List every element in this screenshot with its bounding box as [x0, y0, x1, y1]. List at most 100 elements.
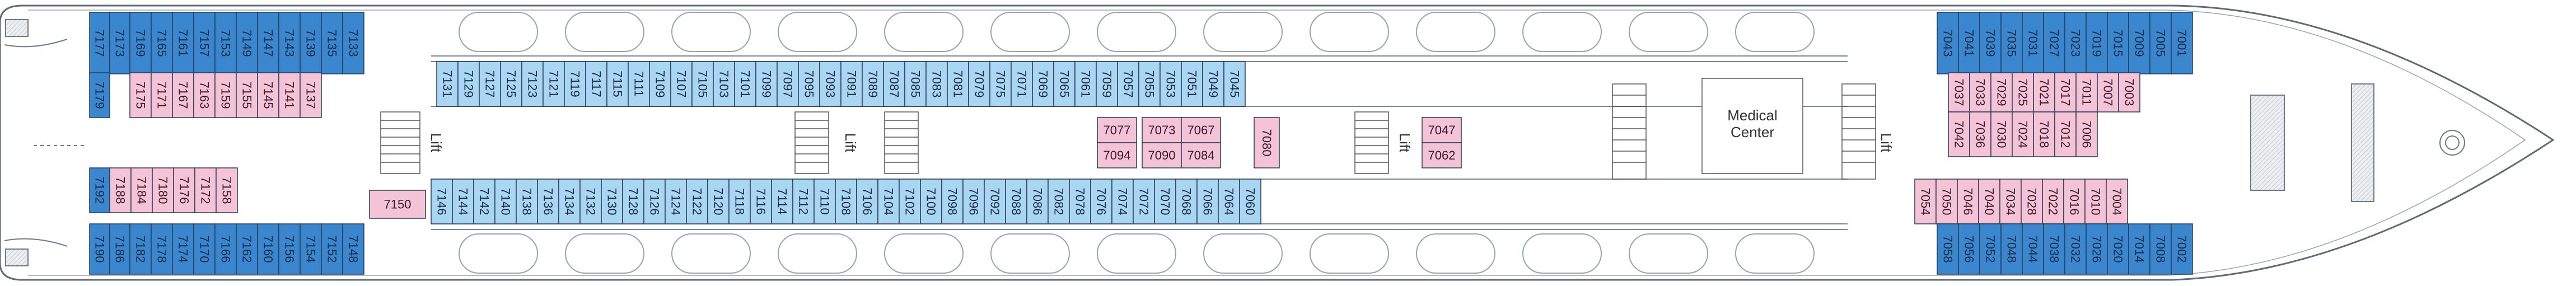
cabin-7033[interactable]: 7033 [1969, 72, 1991, 112]
cabin-7107[interactable]: 7107 [670, 61, 693, 107]
cabin-7050[interactable]: 7050 [1935, 179, 1958, 224]
cabin-7186[interactable]: 7186 [109, 223, 130, 275]
cabin-7060[interactable]: 7060 [1239, 179, 1261, 224]
cabin-7115[interactable]: 7115 [606, 61, 629, 107]
cabin-7179[interactable]: 7179 [89, 72, 110, 118]
cabin-7138[interactable]: 7138 [516, 179, 538, 224]
cabin-7077[interactable]: 7077 [1097, 117, 1137, 143]
cabin-7177[interactable]: 7177 [89, 12, 110, 74]
cabin-7114[interactable]: 7114 [771, 179, 793, 224]
cabin-7154[interactable]: 7154 [300, 223, 322, 275]
cabin-7085[interactable]: 7085 [904, 61, 927, 107]
cabin-7165[interactable]: 7165 [151, 12, 173, 74]
cabin-7038[interactable]: 7038 [2043, 223, 2065, 275]
cabin-7039[interactable]: 7039 [1979, 12, 2002, 74]
cabin-7064[interactable]: 7064 [1218, 179, 1240, 224]
cabin-7095[interactable]: 7095 [798, 61, 820, 107]
cabin-7152[interactable]: 7152 [321, 223, 343, 275]
cabin-7003[interactable]: 7003 [2118, 72, 2140, 112]
cabin-7019[interactable]: 7019 [2086, 12, 2108, 74]
cabin-7100[interactable]: 7100 [920, 179, 942, 224]
cabin-7056[interactable]: 7056 [1958, 223, 1980, 275]
cabin-7025[interactable]: 7025 [2012, 72, 2034, 112]
cabin-7006[interactable]: 7006 [2075, 111, 2098, 157]
cabin-7051[interactable]: 7051 [1181, 61, 1203, 107]
cabin-7106[interactable]: 7106 [856, 179, 878, 224]
cabin-7014[interactable]: 7014 [2128, 223, 2150, 275]
cabin-7053[interactable]: 7053 [1160, 61, 1182, 107]
cabin-7136[interactable]: 7136 [537, 179, 559, 224]
cabin-7112[interactable]: 7112 [792, 179, 815, 224]
cabin-7156[interactable]: 7156 [278, 223, 301, 275]
cabin-7145[interactable]: 7145 [257, 72, 279, 118]
cabin-7103[interactable]: 7103 [713, 61, 735, 107]
cabin-7028[interactable]: 7028 [2021, 179, 2043, 224]
cabin-7122[interactable]: 7122 [686, 179, 708, 224]
cabin-7108[interactable]: 7108 [835, 179, 857, 224]
cabin-7169[interactable]: 7169 [129, 12, 152, 74]
cabin-7175[interactable]: 7175 [129, 72, 152, 118]
cabin-7072[interactable]: 7072 [1133, 179, 1155, 224]
cabin-7159[interactable]: 7159 [214, 72, 237, 118]
cabin-7035[interactable]: 7035 [2000, 12, 2023, 74]
cabin-7061[interactable]: 7061 [1074, 61, 1097, 107]
cabin-7158[interactable]: 7158 [216, 167, 238, 213]
cabin-7073[interactable]: 7073 [1142, 117, 1182, 143]
cabin-7090[interactable]: 7090 [1142, 142, 1182, 168]
cabin-7047[interactable]: 7047 [1422, 117, 1462, 143]
cabin-7069[interactable]: 7069 [1032, 61, 1054, 107]
cabin-7067[interactable]: 7067 [1181, 117, 1221, 143]
cabin-7058[interactable]: 7058 [1937, 223, 1959, 275]
cabin-7040[interactable]: 7040 [1978, 179, 2000, 224]
cabin-7148[interactable]: 7148 [342, 223, 364, 275]
cabin-7004[interactable]: 7004 [2106, 179, 2128, 224]
cabin-7098[interactable]: 7098 [941, 179, 964, 224]
cabin-7124[interactable]: 7124 [665, 179, 687, 224]
cabin-7134[interactable]: 7134 [558, 179, 581, 224]
cabin-7042[interactable]: 7042 [1948, 111, 1970, 157]
cabin-7079[interactable]: 7079 [968, 61, 990, 107]
cabin-7018[interactable]: 7018 [2033, 111, 2055, 157]
cabin-7150[interactable]: 7150 [369, 190, 426, 219]
cabin-7022[interactable]: 7022 [2042, 179, 2064, 224]
cabin-7029[interactable]: 7029 [1990, 72, 2013, 112]
cabin-7021[interactable]: 7021 [2033, 72, 2055, 112]
cabin-7078[interactable]: 7078 [1069, 179, 1091, 224]
cabin-7166[interactable]: 7166 [214, 223, 237, 275]
cabin-7180[interactable]: 7180 [152, 167, 174, 213]
cabin-7142[interactable]: 7142 [473, 179, 495, 224]
cabin-7126[interactable]: 7126 [643, 179, 666, 224]
cabin-7054[interactable]: 7054 [1914, 179, 1937, 224]
cabin-7026[interactable]: 7026 [2086, 223, 2108, 275]
cabin-7118[interactable]: 7118 [728, 179, 751, 224]
cabin-7034[interactable]: 7034 [1999, 179, 2022, 224]
cabin-7131[interactable]: 7131 [436, 61, 459, 107]
cabin-7070[interactable]: 7070 [1154, 179, 1176, 224]
cabin-7149[interactable]: 7149 [236, 12, 258, 74]
cabin-7010[interactable]: 7010 [2084, 179, 2107, 224]
cabin-7093[interactable]: 7093 [819, 61, 841, 107]
cabin-7190[interactable]: 7190 [89, 223, 110, 275]
cabin-7005[interactable]: 7005 [2149, 12, 2172, 74]
cabin-7161[interactable]: 7161 [172, 12, 194, 74]
cabin-7037[interactable]: 7037 [1948, 72, 1970, 112]
cabin-7027[interactable]: 7027 [2043, 12, 2065, 74]
cabin-7059[interactable]: 7059 [1096, 61, 1118, 107]
cabin-7086[interactable]: 7086 [1026, 179, 1049, 224]
cabin-7046[interactable]: 7046 [1957, 179, 1979, 224]
cabin-7184[interactable]: 7184 [130, 167, 153, 213]
cabin-7132[interactable]: 7132 [579, 179, 602, 224]
cabin-7167[interactable]: 7167 [172, 72, 194, 118]
cabin-7048[interactable]: 7048 [2000, 223, 2023, 275]
cabin-7032[interactable]: 7032 [2064, 223, 2087, 275]
cabin-7041[interactable]: 7041 [1958, 12, 1980, 74]
cabin-7155[interactable]: 7155 [236, 72, 258, 118]
cabin-7105[interactable]: 7105 [691, 61, 714, 107]
cabin-7135[interactable]: 7135 [321, 12, 343, 74]
cabin-7057[interactable]: 7057 [1117, 61, 1139, 107]
cabin-7075[interactable]: 7075 [989, 61, 1012, 107]
cabin-7066[interactable]: 7066 [1196, 179, 1219, 224]
cabin-7174[interactable]: 7174 [172, 223, 194, 275]
cabin-7120[interactable]: 7120 [707, 179, 730, 224]
cabin-7045[interactable]: 7045 [1223, 61, 1246, 107]
